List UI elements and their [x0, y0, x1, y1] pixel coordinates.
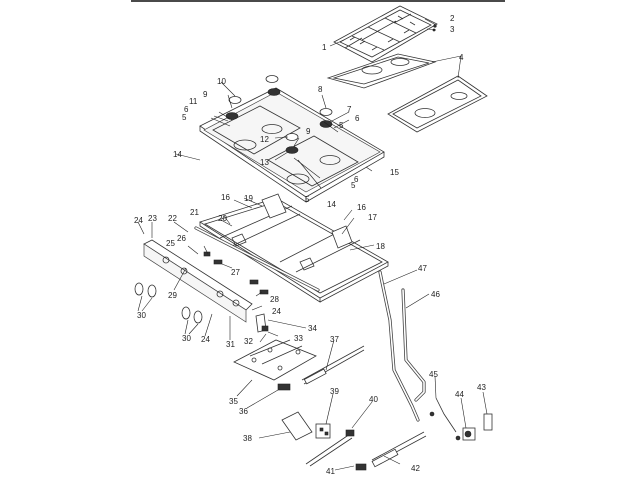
callout-2: 2: [450, 14, 455, 23]
callout-18: 18: [376, 242, 385, 251]
callout-38: 38: [243, 434, 252, 443]
callout-34: 34: [308, 324, 317, 333]
callout-36: 36: [239, 407, 248, 416]
callout-9: 9: [203, 90, 208, 99]
callout-6: 6: [184, 105, 189, 114]
callout-8: 8: [318, 85, 323, 94]
bottom-shield: [233, 339, 317, 381]
callout-5: 5: [339, 121, 344, 130]
callout-24: 24: [134, 216, 143, 225]
callout-26: 26: [177, 234, 186, 243]
callout-5: 5: [305, 195, 310, 204]
fitting: [455, 435, 461, 441]
fitting: [429, 411, 435, 417]
callout-4: 4: [459, 53, 464, 62]
callout-45: 45: [429, 370, 438, 379]
callout-27: 27: [231, 268, 240, 277]
callout-37: 37: [330, 335, 339, 344]
callout-15: 15: [390, 168, 399, 177]
callout-47: 47: [418, 264, 427, 273]
callout-14: 14: [327, 200, 336, 209]
callout-46: 46: [431, 290, 440, 299]
callout-40: 40: [369, 395, 378, 404]
burner-grate: [333, 5, 438, 63]
callout-24: 24: [201, 335, 210, 344]
callout-25: 25: [166, 239, 175, 248]
callout-3: 3: [450, 25, 455, 34]
leader-lines: [137, 18, 488, 471]
gas-line-47: [378, 270, 420, 422]
callout-20: 20: [218, 214, 227, 223]
callout-43: 43: [477, 383, 486, 392]
callout-35: 35: [229, 397, 238, 406]
regulator-44: [462, 427, 476, 441]
callout-31: 31: [226, 340, 235, 349]
callout-labels: 1 2 3 4 5 5 5 5 6 6 6 7 8 9 9 10 11 12 1…: [134, 14, 486, 476]
callout-12: 12: [260, 135, 269, 144]
control-knobs: [134, 282, 203, 324]
callout-39: 39: [330, 387, 339, 396]
callout-23: 23: [148, 214, 157, 223]
igniter-rod-37: [301, 345, 365, 385]
top-border-rule: [131, 0, 505, 2]
burner-plate-upper: [326, 53, 437, 89]
gas-manifold: [194, 226, 320, 292]
callout-30: 30: [137, 311, 146, 320]
callout-17: 17: [368, 213, 377, 222]
callout-24: 24: [272, 307, 281, 316]
callout-5: 5: [182, 113, 187, 122]
burner-box-chassis: [199, 193, 389, 303]
thermostat-39: [315, 423, 331, 439]
callout-42: 42: [411, 464, 420, 473]
callout-13: 13: [260, 158, 269, 167]
callout-29: 29: [168, 291, 177, 300]
callout-16: 16: [221, 193, 230, 202]
burner-plate-lower: [387, 75, 488, 133]
callout-44: 44: [455, 390, 464, 399]
gas-line-45: [435, 397, 457, 433]
callout-5: 5: [351, 181, 356, 190]
callout-6: 6: [354, 175, 359, 184]
ignition-bracket: [255, 313, 269, 333]
callout-16: 16: [357, 203, 366, 212]
callout-28: 28: [270, 295, 279, 304]
igniter-36: [277, 383, 291, 391]
callout-33: 33: [294, 334, 303, 343]
callout-6: 6: [355, 114, 360, 123]
callout-10: 10: [217, 77, 226, 86]
callout-21: 21: [190, 208, 199, 217]
callout-30: 30: [182, 334, 191, 343]
burner-heads: [225, 75, 333, 154]
callout-14: 14: [173, 150, 182, 159]
callout-1: 1: [322, 43, 327, 52]
callout-11: 11: [189, 97, 198, 106]
callout-32: 32: [244, 337, 253, 346]
broil-burner-41-42: [355, 431, 427, 471]
part-43: [483, 413, 493, 431]
gas-line-46: [401, 288, 426, 402]
callout-22: 22: [168, 214, 177, 223]
cooktop-main: [199, 87, 385, 203]
oven-burner-40: [305, 429, 355, 467]
callout-7: 7: [347, 105, 352, 114]
callout-41: 41: [326, 467, 335, 476]
callout-9: 9: [306, 127, 311, 136]
control-panel: [143, 239, 253, 323]
callout-19: 19: [244, 194, 253, 203]
bracket-38: [281, 411, 313, 441]
